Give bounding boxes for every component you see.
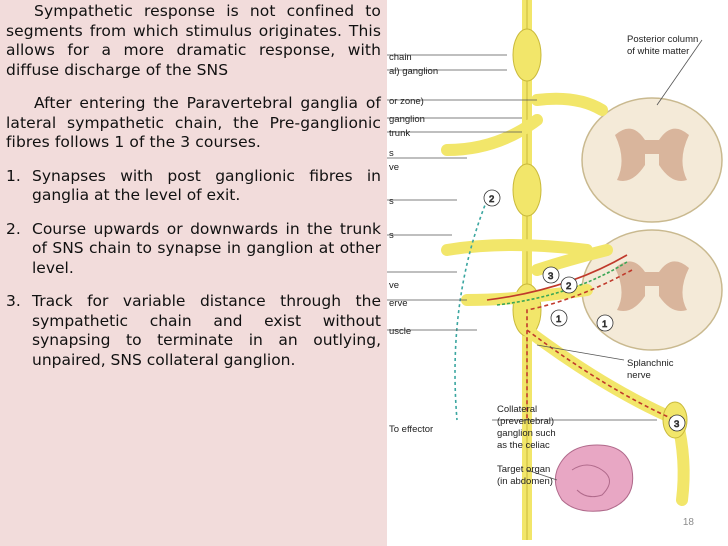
paragraph-1-text: Sympathetic response is not confined to … xyxy=(6,2,381,79)
paragraph-paravertebral: After entering the Paravertebral ganglia… xyxy=(6,94,381,153)
label-s2: s xyxy=(389,196,394,207)
paragraph-sympathetic-response: Sympathetic response is not confined to … xyxy=(6,2,381,80)
list-item-1: 1. Synapses with post ganglionic fibres … xyxy=(6,167,381,206)
label-collateral-3: ganglion such xyxy=(497,428,556,439)
label-s3: s xyxy=(389,230,394,241)
label-posterior-column-2: of white matter xyxy=(627,46,689,57)
label-splanchnic-2: nerve xyxy=(627,370,651,381)
label-s1: s xyxy=(389,148,394,159)
marker-2a: 2 xyxy=(489,194,494,205)
label-trunk: trunk xyxy=(389,128,410,139)
label-target-organ-1: Target organ xyxy=(497,464,550,475)
label-zone: or zone) xyxy=(389,96,424,107)
marker-1a: 1 xyxy=(556,314,561,325)
label-collateral-2: (prevertebral) xyxy=(497,416,554,427)
figure-labels: Posterior column of white matter chain a… xyxy=(389,34,698,487)
label-ve: ve xyxy=(389,162,399,173)
label-splanchnic-1: Splanchnic xyxy=(627,358,674,369)
label-collateral-1: Collateral xyxy=(497,404,537,415)
label-erve: erve xyxy=(389,298,407,309)
label-chain: chain xyxy=(389,52,412,63)
list-text: Synapses with post ganglionic fibres in … xyxy=(32,166,381,205)
text-panel: Sympathetic response is not confined to … xyxy=(0,0,387,546)
leader-lines xyxy=(387,39,703,481)
list-item-2: 2. Course upwards or downwards in the tr… xyxy=(6,220,381,279)
sympathetic-chain-diagram: Posterior column of white matter chain a… xyxy=(387,0,723,540)
label-ganglion: al) ganglion xyxy=(389,66,438,77)
label-ve2: ve xyxy=(389,280,399,291)
slide-number: 18 xyxy=(682,517,694,528)
label-uscle: uscle xyxy=(389,326,411,337)
label-to-effector: To effector xyxy=(389,424,433,435)
list-number: 3. xyxy=(6,292,21,310)
list-number: 1. xyxy=(6,166,21,185)
list-text: Track for variable distance through the … xyxy=(32,292,381,369)
label-ganglion-2: ganglion xyxy=(389,114,425,125)
marker-1b: 1 xyxy=(602,319,607,330)
list-text: Course upwards or downwards in the trunk… xyxy=(32,219,381,277)
marker-2b: 2 xyxy=(566,281,571,292)
label-collateral-4: as the celiac xyxy=(497,440,550,451)
label-posterior-column-1: Posterior column xyxy=(627,34,698,45)
figure-panel: Posterior column of white matter chain a… xyxy=(387,0,728,546)
list-number: 2. xyxy=(6,219,21,238)
marker-3b: 3 xyxy=(674,419,679,430)
label-target-organ-2: (in abdomen) xyxy=(497,476,553,487)
target-organ xyxy=(554,444,634,512)
circled-markers: 2 3 2 1 1 3 xyxy=(483,189,686,432)
spinal-cord-upper xyxy=(581,97,723,223)
list-item-3: 3. Track for variable distance through t… xyxy=(6,292,381,370)
marker-3a: 3 xyxy=(548,271,553,282)
paragraph-2-text: After entering the Paravertebral ganglia… xyxy=(6,94,381,151)
